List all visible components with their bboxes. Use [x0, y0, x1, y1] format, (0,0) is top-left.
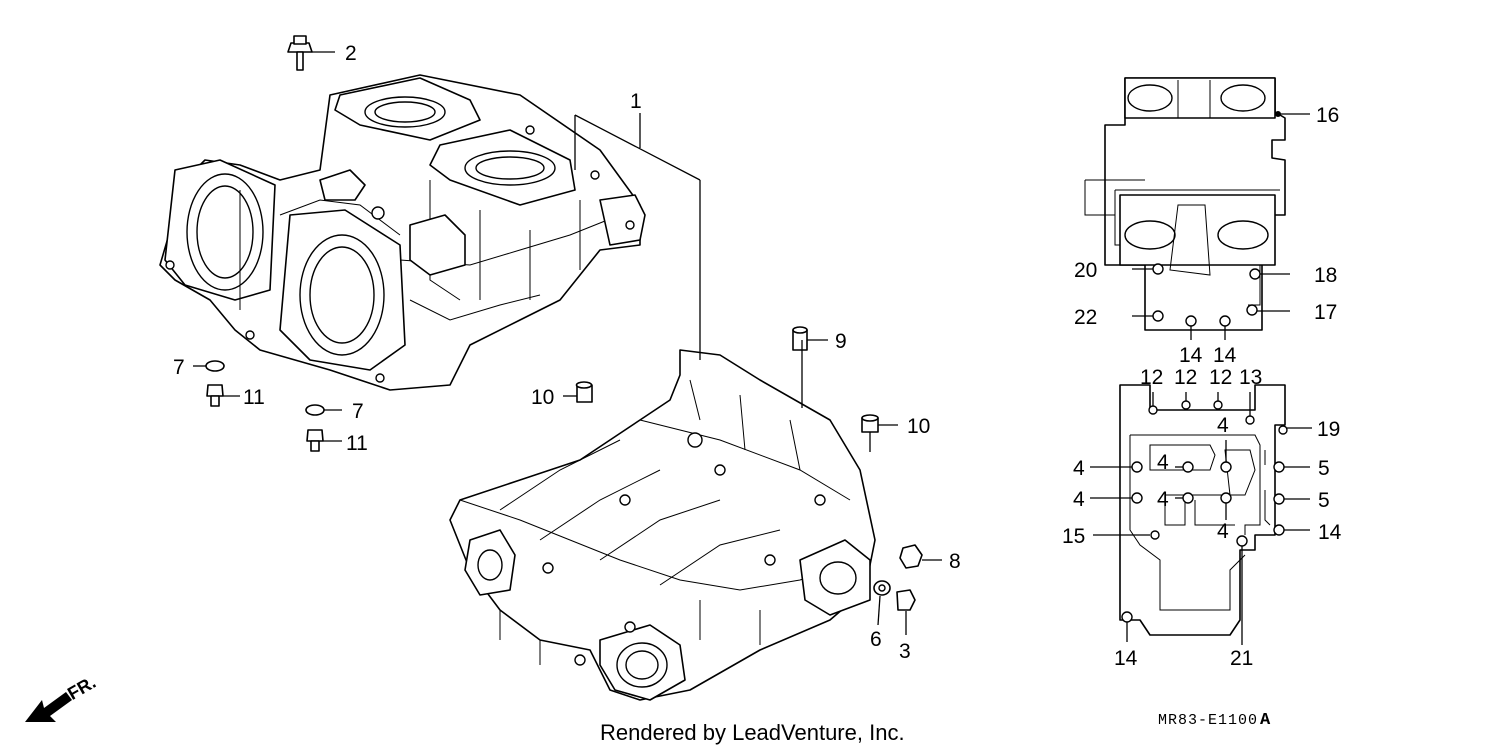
callout-12: 12	[1174, 366, 1197, 389]
callout-9: 9	[835, 330, 847, 353]
callout-4: 4	[1217, 414, 1229, 437]
gasket-upper-view	[1084, 77, 1286, 331]
callout-6: 6	[870, 628, 882, 651]
front-direction-marker: FR.	[25, 672, 99, 722]
callout-14: 14	[1114, 647, 1138, 670]
upper-crankcase-drawing	[159, 74, 646, 391]
callout-2: 2	[345, 42, 357, 65]
callout-12: 12	[1209, 366, 1232, 389]
callout-10: 10	[531, 386, 554, 409]
gasket-lower-view	[1119, 384, 1288, 636]
callout-7: 7	[173, 356, 185, 379]
callout-4: 4	[1217, 520, 1229, 543]
callout-12: 12	[1140, 366, 1163, 389]
leader-lines	[193, 51, 1312, 645]
callout-4: 4	[1157, 451, 1169, 474]
callout-19: 19	[1317, 418, 1340, 441]
callout-4: 4	[1073, 488, 1085, 511]
front-arrow-icon	[25, 692, 72, 722]
callout-18: 18	[1314, 264, 1337, 287]
callout-14: 14	[1318, 521, 1342, 544]
callout-10: 10	[907, 415, 930, 438]
callout-11: 11	[346, 432, 368, 455]
callout-13: 13	[1239, 366, 1262, 389]
callout-5: 5	[1318, 457, 1330, 480]
callout-14: 14	[1179, 344, 1203, 367]
callout-22: 22	[1074, 306, 1097, 329]
callout-11: 11	[243, 386, 265, 409]
callout-17: 17	[1314, 301, 1337, 324]
lower-crankcase-drawing	[449, 349, 876, 701]
callout-4: 4	[1157, 488, 1169, 511]
callout-1: 1	[630, 90, 642, 113]
callout-8: 8	[949, 550, 961, 573]
callout-14: 14	[1213, 344, 1237, 367]
render-credit: Rendered by LeadVenture, Inc.	[600, 720, 905, 745]
callout-16: 16	[1316, 104, 1339, 127]
callout-21: 21	[1230, 647, 1253, 670]
callout-5: 5	[1318, 489, 1330, 512]
callout-labels: 1 2 3 6 7 7 8 9 10 10 11 11 16 17 18 20 …	[173, 42, 1342, 670]
callout-7: 7	[352, 400, 364, 423]
callout-20: 20	[1074, 259, 1097, 282]
callout-15: 15	[1062, 525, 1085, 548]
callout-3: 3	[899, 640, 911, 663]
callout-4: 4	[1073, 457, 1085, 480]
